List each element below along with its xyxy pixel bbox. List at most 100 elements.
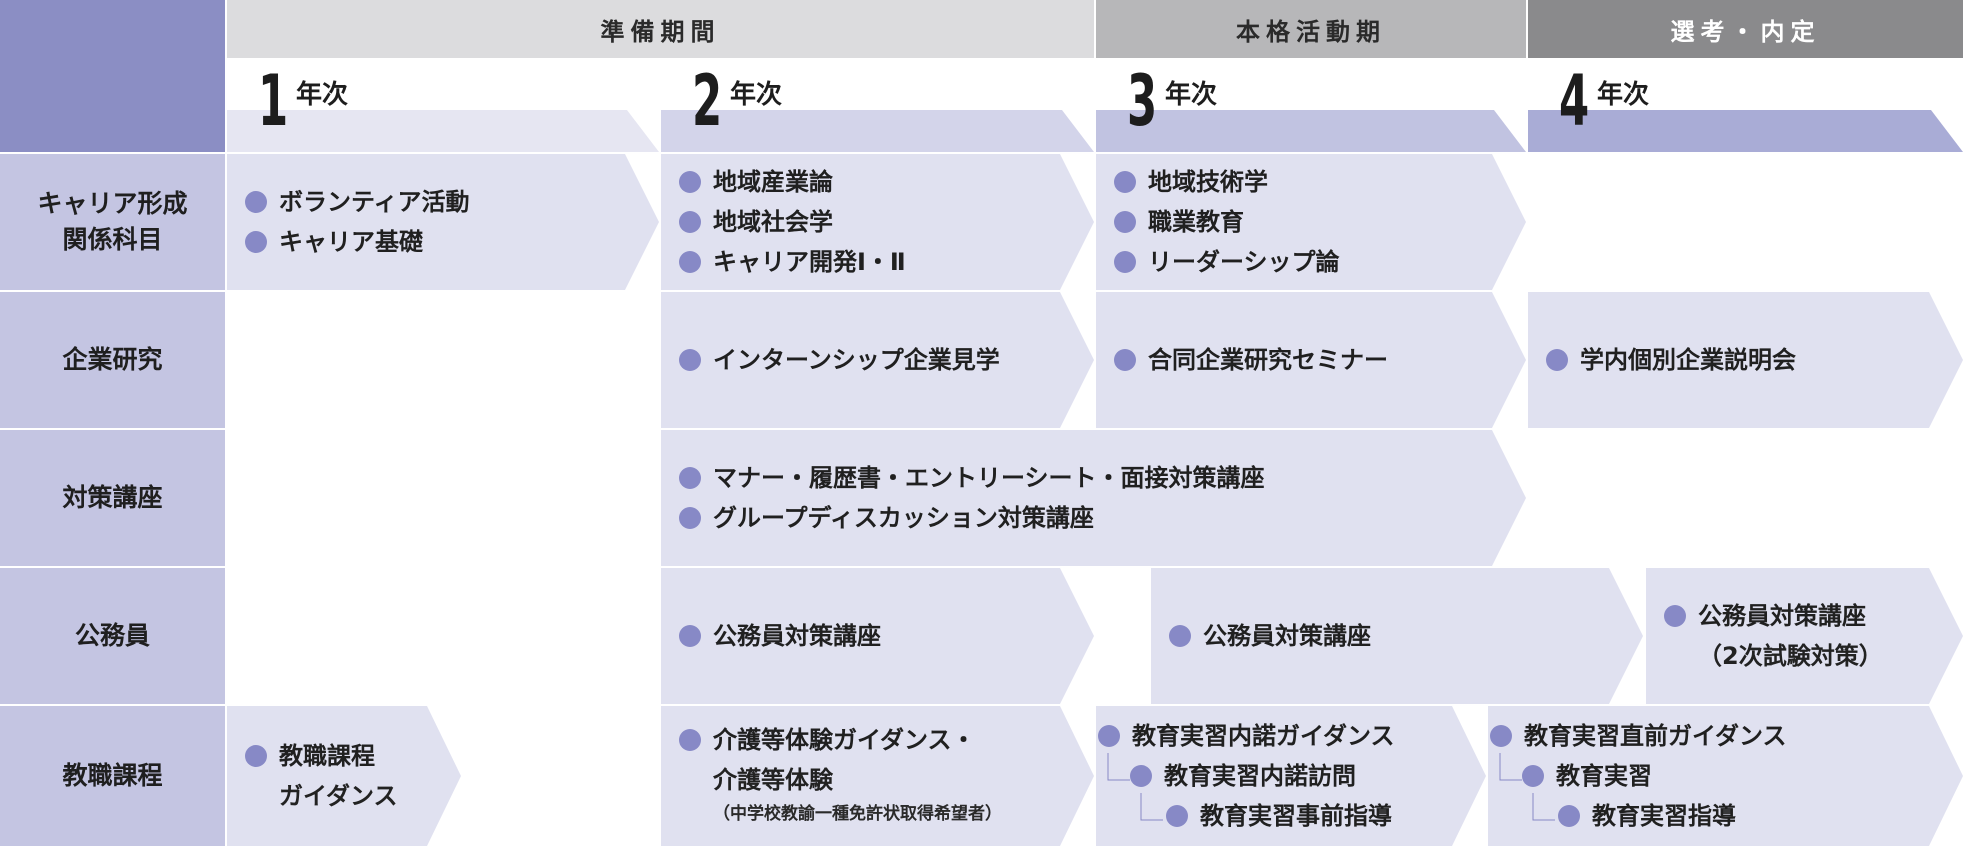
list-item: 教職課程 xyxy=(245,736,421,776)
item-text: グループディスカッション対策講座 xyxy=(713,504,1094,532)
year-number: 3 xyxy=(1127,60,1158,142)
teaching-year3-cell: 教育実習内諾ガイダンス 教育実習内諾訪問 教育実習事前指導 xyxy=(1096,706,1486,846)
item-continuation: ガイダンス xyxy=(279,782,398,810)
prep-courses-cell: マナー・履歴書・エントリーシート・面接対策講座 グループディスカッション対策講座 xyxy=(661,430,1526,566)
year-1-ribbon xyxy=(227,110,659,152)
list-item-sub: 教育実習 xyxy=(1490,756,1923,796)
year-suffix: 年次 xyxy=(730,80,783,110)
item-text: 教育実習指導 xyxy=(1592,802,1736,830)
item-text: 公務員対策講座 xyxy=(1698,602,1866,630)
list-item: 介護等体験ガイダンス・ xyxy=(679,720,1054,760)
bullet-icon xyxy=(1490,725,1512,747)
list-item: 地域産業論 xyxy=(679,162,1054,202)
item-text: 合同企業研究セミナー xyxy=(1148,346,1388,374)
item-text: 地域社会学 xyxy=(713,208,833,236)
item-text: 教職課程 xyxy=(279,742,375,770)
bullet-icon xyxy=(679,729,701,751)
bullet-icon xyxy=(679,467,701,489)
bullet-icon xyxy=(1114,171,1136,193)
career-year1-cell: ボランティア活動 キャリア基礎 xyxy=(227,154,659,290)
item-text: 学内個別企業説明会 xyxy=(1580,346,1796,374)
list-item: キャリア基礎 xyxy=(245,222,619,262)
bullet-icon xyxy=(245,191,267,213)
list-item: 公務員対策講座 xyxy=(1169,616,1603,656)
list-item: インターンシップ企業見学 xyxy=(679,340,1054,380)
bullet-icon xyxy=(1114,251,1136,273)
teaching-year2-cell: 介護等体験ガイダンス・ 介護等体験 （中学校教諭一種免許状取得希望者） xyxy=(661,706,1094,846)
year-suffix: 年次 xyxy=(1597,80,1650,110)
bullet-icon xyxy=(679,211,701,233)
list-item: 地域技術学 xyxy=(1114,162,1486,202)
row-label-career: キャリア形成 関係科目 xyxy=(0,154,225,290)
list-item: キャリア開発Ⅰ・Ⅱ xyxy=(679,242,1054,282)
item-text: 教育実習直前ガイダンス xyxy=(1524,722,1787,750)
list-item: 学内個別企業説明会 xyxy=(1546,340,1923,380)
year-4-ribbon xyxy=(1528,110,1963,152)
teaching-year4-cell: 教育実習直前ガイダンス 教育実習 教育実習指導 xyxy=(1488,706,1963,846)
career-year3-cell: 地域技術学 職業教育 リーダーシップ論 xyxy=(1096,154,1526,290)
header-corner xyxy=(0,0,225,152)
list-item: 教育実習直前ガイダンス xyxy=(1490,716,1923,756)
item-text: 教育実習内諾訪問 xyxy=(1164,762,1356,790)
row-label-prep: 対策講座 xyxy=(0,430,225,566)
list-item-sub: 教育実習指導 xyxy=(1490,796,1923,836)
bullet-icon xyxy=(679,507,701,529)
bullet-icon xyxy=(1664,605,1686,627)
company-year2-cell: インターンシップ企業見学 xyxy=(661,292,1094,428)
bullet-icon xyxy=(1098,725,1120,747)
year-3-ribbon xyxy=(1096,110,1526,152)
list-item: 教育実習内諾ガイダンス xyxy=(1098,716,1446,756)
item-text: 教育実習 xyxy=(1556,762,1652,790)
bullet-icon xyxy=(679,171,701,193)
bullet-icon xyxy=(245,231,267,253)
list-item: リーダーシップ論 xyxy=(1114,242,1486,282)
item-text: 教育実習事前指導 xyxy=(1200,802,1392,830)
phase-selection-header: 選考・内定 xyxy=(1528,0,1963,58)
list-item: 公務員対策講座 xyxy=(1664,596,1923,636)
bullet-icon xyxy=(1546,349,1568,371)
bullet-icon xyxy=(1130,765,1152,787)
connector-lines-year4 xyxy=(1499,753,1555,821)
civil-year4-cell: 公務員対策講座 （2次試験対策） xyxy=(1646,568,1963,704)
item-text: マナー・履歴書・エントリーシート・面接対策講座 xyxy=(713,464,1265,492)
year-number: 2 xyxy=(692,60,723,142)
list-item: 公務員対策講座 xyxy=(679,616,1054,656)
list-item-sub: 教育実習事前指導 xyxy=(1098,796,1446,836)
row-label-company: 企業研究 xyxy=(0,292,225,428)
bullet-icon xyxy=(1114,349,1136,371)
career-year2-cell: 地域産業論 地域社会学 キャリア開発Ⅰ・Ⅱ xyxy=(661,154,1094,290)
bullet-icon xyxy=(679,251,701,273)
phase-prep-header: 準備期間 xyxy=(227,0,1094,58)
bullet-icon xyxy=(679,625,701,647)
item-text: 地域産業論 xyxy=(713,168,833,196)
list-item: グループディスカッション対策講座 xyxy=(679,498,1486,538)
list-item: 合同企業研究セミナー xyxy=(1114,340,1486,380)
item-text: ボランティア活動 xyxy=(279,188,470,216)
list-item: 職業教育 xyxy=(1114,202,1486,242)
item-text: 地域技術学 xyxy=(1148,168,1268,196)
item-text: 公務員対策講座 xyxy=(1203,622,1371,650)
year-suffix: 年次 xyxy=(1165,80,1218,110)
bullet-icon xyxy=(1522,765,1544,787)
phase-main-header: 本格活動期 xyxy=(1096,0,1526,58)
item-continuation: （2次試験対策） xyxy=(1698,642,1883,670)
bullet-icon xyxy=(1166,805,1188,827)
bullet-icon xyxy=(679,349,701,371)
list-item-sub: 教育実習内諾訪問 xyxy=(1098,756,1446,796)
row-label-civil: 公務員 xyxy=(0,568,225,704)
year-number: 4 xyxy=(1559,60,1590,142)
item-note: （中学校教諭一種免許状取得希望者） xyxy=(713,804,1002,824)
company-year3-cell: 合同企業研究セミナー xyxy=(1096,292,1526,428)
item-text: リーダーシップ論 xyxy=(1148,248,1340,276)
civil-year3-cell: 公務員対策講座 xyxy=(1151,568,1643,704)
item-continuation: 介護等体験 xyxy=(713,766,833,794)
list-item: 地域社会学 xyxy=(679,202,1054,242)
teaching-year1-cell: 教職課程 ガイダンス xyxy=(227,706,461,846)
year-number: 1 xyxy=(258,60,289,142)
company-year4-cell: 学内個別企業説明会 xyxy=(1528,292,1963,428)
list-item: マナー・履歴書・エントリーシート・面接対策講座 xyxy=(679,458,1486,498)
item-text: キャリア基礎 xyxy=(279,228,423,256)
